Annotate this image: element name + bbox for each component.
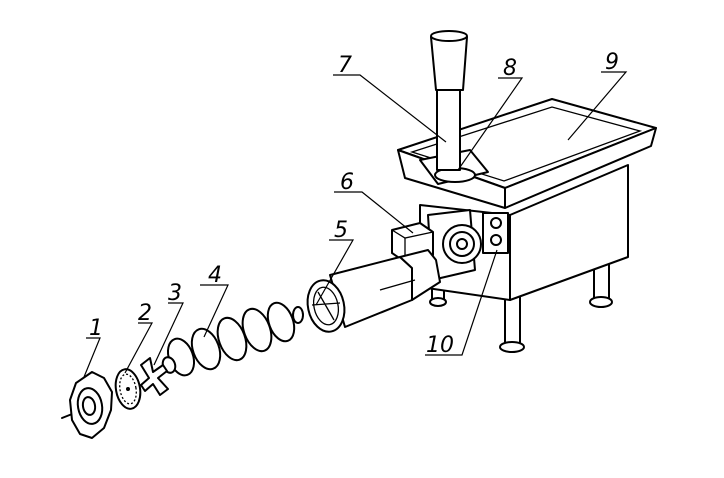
leader-lines	[83, 71, 628, 378]
label-1: 1	[89, 316, 103, 341]
front-leg	[499, 296, 525, 353]
label-10: 10	[426, 333, 454, 358]
label-2: 2	[138, 301, 152, 326]
clamping-nut	[61, 371, 113, 439]
start-button	[490, 217, 502, 229]
label-5: 5	[334, 218, 348, 243]
cabinet-side	[509, 164, 629, 301]
stop-button	[490, 234, 502, 246]
label-4: 4	[208, 263, 222, 288]
grinder-body	[397, 30, 657, 353]
grating-disc	[114, 368, 142, 410]
tray-side-wall	[504, 127, 657, 209]
label-9: 9	[605, 50, 619, 75]
label-3: 3	[168, 281, 182, 306]
label-8: 8	[503, 56, 517, 81]
label-6: 6	[340, 170, 354, 195]
pusher	[430, 30, 468, 171]
part-labels: 1 2 3 4 5 6 7 8 9 10	[89, 50, 619, 358]
label-7: 7	[338, 53, 352, 78]
grinder-cylinder	[306, 249, 441, 333]
cross-knife	[140, 357, 169, 396]
auger-screw	[161, 301, 304, 377]
